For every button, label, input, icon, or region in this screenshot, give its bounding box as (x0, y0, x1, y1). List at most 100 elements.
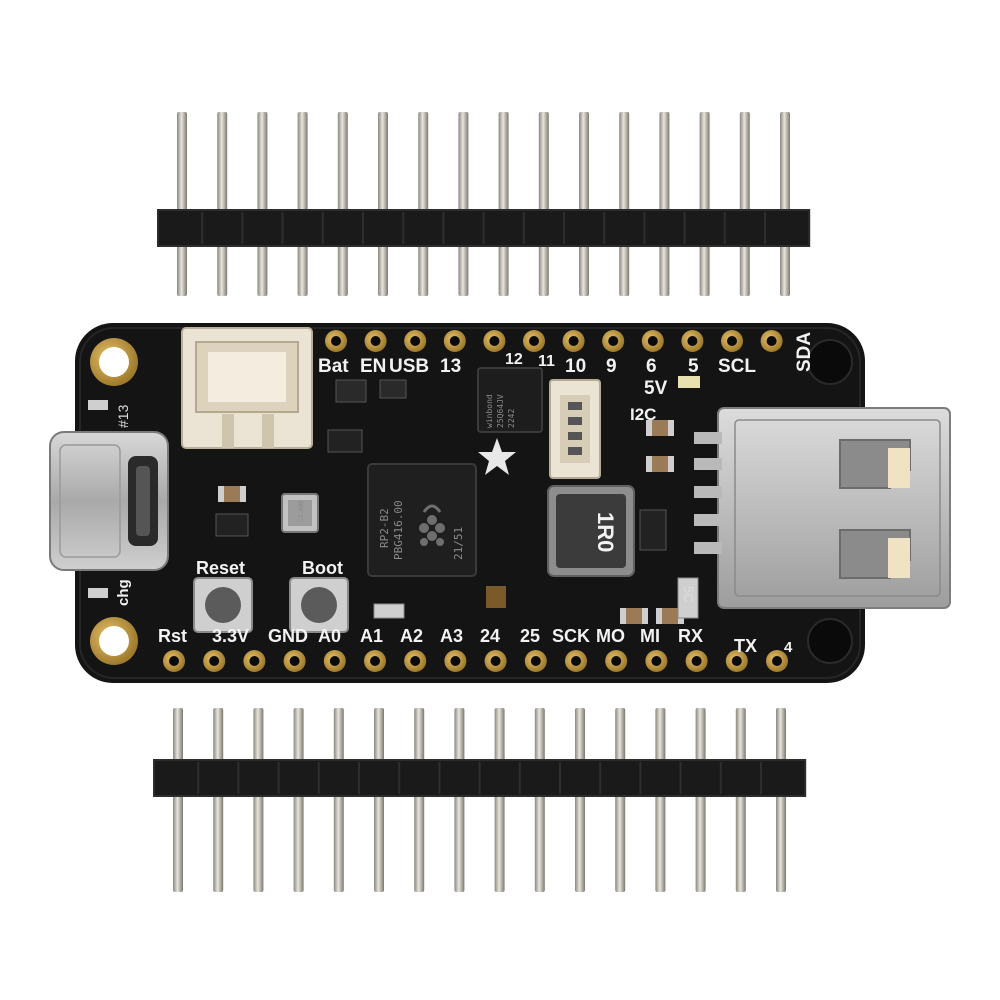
crystal: 12.000 (281, 493, 319, 533)
pin-pad-hole (490, 656, 501, 666)
header-divider (478, 762, 481, 794)
header-pin (494, 708, 505, 892)
label-mo: MO (596, 626, 625, 646)
label-a2: A2 (400, 626, 423, 646)
header-pin (374, 708, 384, 892)
header-divider (402, 212, 405, 244)
pin-pad-hole (370, 336, 381, 346)
header-divider (321, 212, 324, 244)
header-divider (639, 762, 642, 794)
silkscreen-top-labels: Bat EN USB 13 12 11 10 9 6 5 SCL SDA (318, 332, 815, 377)
header-pin (253, 708, 264, 892)
reset-button[interactable] (193, 577, 253, 633)
header-divider (241, 212, 244, 244)
header-pin (333, 708, 344, 892)
silkscreen-bottom-labels: Rst 3.3V GND A0 A1 A2 A3 24 25 SCK MO MI… (158, 626, 793, 656)
label-i2c: I2C (630, 405, 656, 424)
header-pin (735, 708, 746, 892)
header-divider (317, 762, 320, 794)
label-rst: Rst (158, 626, 187, 646)
header-divider (603, 212, 606, 244)
header-pin (177, 112, 187, 296)
flash-line3: 2242 (507, 409, 516, 428)
label-tx: TX (734, 636, 757, 656)
header-pin (776, 708, 786, 892)
label-9: 9 (606, 356, 617, 377)
label-rx: RX (678, 626, 703, 646)
boot-button[interactable] (289, 577, 349, 633)
header-pin (213, 708, 224, 892)
adafruit-star-icon (478, 438, 516, 475)
header-pin (538, 112, 549, 296)
header-pin (615, 708, 626, 892)
label-usb: USB (389, 356, 429, 377)
header-pin (418, 112, 429, 296)
pin-header-bottom (153, 708, 807, 892)
pin-pad-hole (687, 336, 698, 346)
label-led13: #13 (115, 404, 131, 428)
pin-pad-hole (529, 336, 539, 346)
label-a3: A3 (440, 626, 463, 646)
rp2040-chip: RP2-B2 PBG416.00 21/51 (367, 463, 477, 577)
header-divider (358, 762, 360, 794)
passive-components (88, 376, 700, 624)
header-pin (619, 112, 630, 296)
chip-line3: 21/51 (452, 527, 465, 560)
header-divider (679, 762, 682, 794)
header-pin (579, 112, 589, 296)
header-divider (237, 762, 240, 794)
label-mi: MI (640, 626, 660, 646)
label-sck: SCK (552, 626, 590, 646)
pin-pad-hole (329, 656, 340, 666)
header-divider (760, 762, 762, 794)
pin-pad-hole (249, 656, 260, 666)
crystal-label: 12.000 (298, 500, 305, 522)
header-pin (739, 112, 750, 296)
inductor: 1R0 (547, 485, 635, 577)
raspberry-logo-icon (419, 504, 445, 546)
chip-line1: RP2-B2 (378, 508, 391, 548)
header-pin (780, 112, 790, 296)
label-bat: Bat (318, 356, 349, 377)
header-pin (498, 112, 509, 296)
header-divider (398, 762, 401, 794)
header-divider (723, 212, 726, 244)
label-10: 10 (565, 356, 586, 377)
inductor-label: 1R0 (593, 512, 618, 552)
pin-pad-hole (410, 336, 421, 346)
feather-board: RP2-B2 PBG416.00 21/51 winbond 25Q64JV 2… (49, 323, 951, 683)
flash-line1: winbond (485, 394, 494, 428)
header-divider (362, 212, 364, 244)
pin-pad-hole (410, 656, 421, 666)
label-25: 25 (520, 626, 540, 646)
pad-row-bottom (163, 650, 788, 672)
label-12: 12 (505, 351, 523, 368)
mounting-hole-top-left (90, 338, 138, 386)
pin-pad-hole (450, 656, 461, 666)
header-divider (277, 762, 280, 794)
jst-battery-connector (181, 327, 313, 449)
pin-pad-hole (331, 336, 341, 346)
header-divider (281, 212, 284, 244)
label-11: 11 (538, 353, 555, 370)
header-divider (482, 212, 485, 244)
header-pin (458, 112, 469, 296)
header-pin (414, 708, 425, 892)
pin-pad-hole (568, 336, 579, 346)
pin-pad-hole (571, 656, 581, 666)
pin-pad-hole (530, 656, 541, 666)
header-divider (559, 762, 561, 794)
pin-pad-hole (772, 656, 782, 666)
header-divider (683, 212, 686, 244)
mounting-hole-top-right (807, 339, 853, 385)
label-scl: SCL (718, 356, 756, 377)
label-gnd: GND (268, 626, 308, 646)
header-divider (719, 762, 722, 794)
label-en: EN (360, 356, 386, 377)
silkscreen-misc-labels: Reset Boot chg #13 I2C 5V 5C (115, 378, 696, 606)
header-pin (659, 112, 670, 296)
label-6: 6 (646, 356, 657, 377)
label-5v: 5V (644, 378, 668, 399)
header-pin (695, 708, 706, 892)
